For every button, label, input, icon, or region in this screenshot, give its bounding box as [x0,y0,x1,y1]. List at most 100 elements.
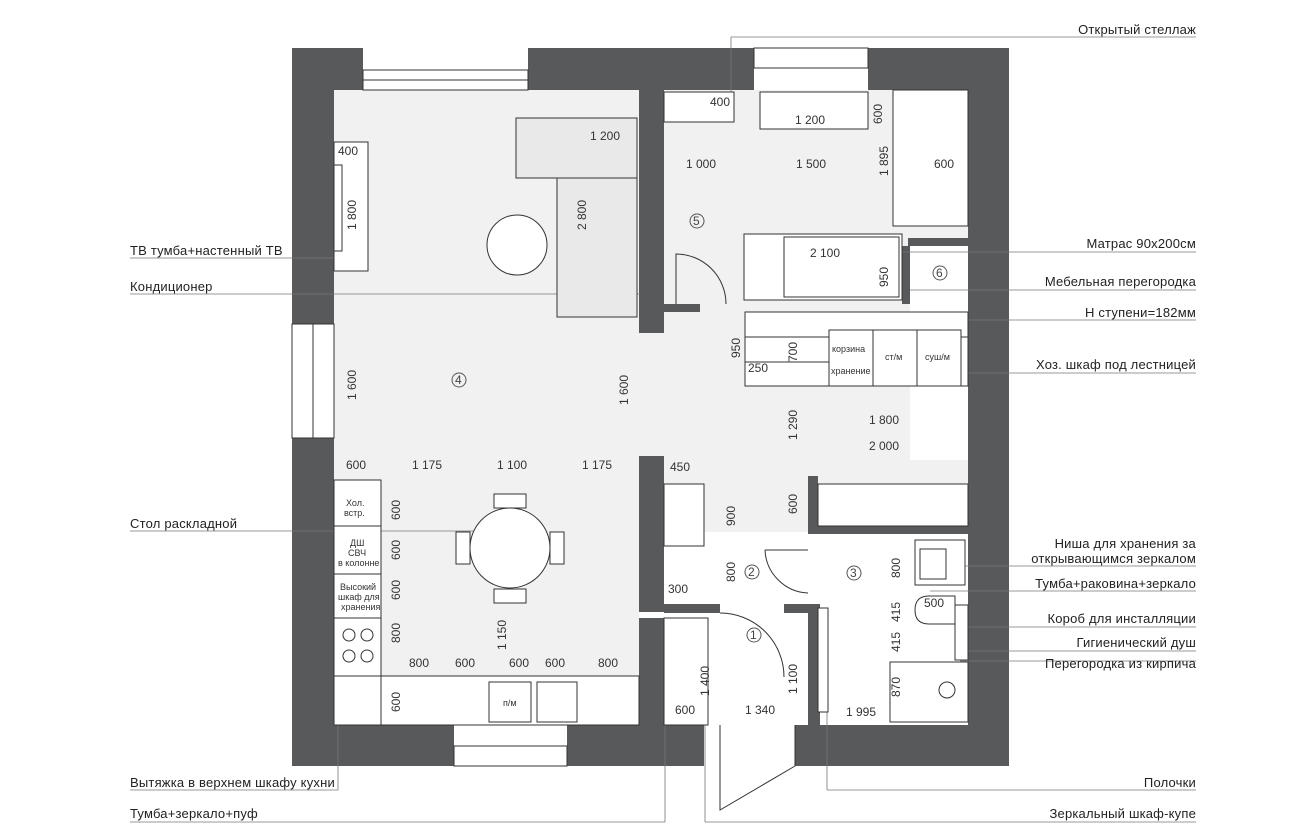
label-ac: Кондиционер [130,279,213,294]
dim-1200a: 1 200 [590,129,620,143]
label-hood: Вытяжка в верхнем шкафу кухни [130,775,335,790]
room-6: 6 [936,266,943,280]
dim-2800: 2 800 [575,200,589,230]
dim-800a: 800 [389,623,403,643]
pouf [486,214,548,276]
dim-600g: 600 [545,656,565,670]
leader-lines [130,36,1196,823]
bathroom-fixtures [889,539,969,723]
label-shelf: Открытый стеллаж [1078,22,1196,37]
label-table: Стол раскладной [130,516,238,531]
label-understair: Хоз. шкаф под лестницей [1035,357,1196,372]
dim-2000: 2 000 [869,439,899,453]
dim-1000: 1 000 [686,157,716,171]
dim-600i: 600 [871,104,885,124]
dim-1500: 1 500 [796,157,826,171]
interior-walls [639,90,968,725]
dim-1175a: 1 175 [412,458,442,472]
dim-1150: 1 150 [495,620,509,650]
dim-1290: 1 290 [786,410,800,440]
label-hol2: встр. [344,508,365,518]
dim-250: 250 [748,361,768,375]
label-pm: п/м [503,698,517,708]
dimension-labels: 400 1 800 1 200 2 800 1 600 1 600 600 1 … [338,95,954,719]
label-step: Н ступени=182мм [1085,305,1196,320]
dim-1995: 1 995 [846,705,876,719]
room-1: 1 [750,628,757,642]
room-3: 3 [850,566,857,580]
dim-600j: 600 [934,157,954,171]
room-4: 4 [455,373,462,387]
dim-600a: 600 [346,458,366,472]
dining-table [455,493,565,604]
room-2: 2 [748,565,755,579]
windows [291,47,869,767]
label-sink: Тумба+раковина+зеркало [1035,576,1196,591]
label-partition: Мебельная перегородка [1044,274,1196,289]
label-niche: Ниша для хранения за [1054,536,1196,551]
dim-2100: 2 100 [810,246,840,260]
dim-800c: 800 [598,656,618,670]
dim-900: 900 [724,506,738,526]
room-number-labels: 1 2 3 4 5 6 [455,214,943,642]
label-shelves: Полочки [1143,775,1196,790]
label-mattress: Матрас 90х200см [1086,236,1196,251]
dim-800d: 800 [724,562,738,582]
label-vanity: Тумба+зеркало+пуф [130,806,258,821]
label-mirror: Зеркальный шкаф-купе [1049,806,1196,821]
dim-1800: 1 800 [345,200,359,230]
dim-1800b: 1 800 [869,413,899,427]
dim-870: 870 [889,677,903,697]
dim-400a: 400 [338,144,358,158]
dim-1100b: 1 100 [786,664,800,694]
label-vys: Высокий [340,582,376,592]
dim-950a: 950 [877,267,891,287]
label-shkaf: шкаф для [338,592,380,602]
label-install: Короб для инсталляции [1047,611,1196,626]
dim-1340: 1 340 [745,703,775,717]
dim-415a: 415 [889,602,903,622]
dim-1600a: 1 600 [345,370,359,400]
dim-600e: 600 [455,656,475,670]
exterior-walls [292,48,1009,766]
tv [333,164,343,252]
label-niche2: открывающимся зеркалом [1031,551,1196,566]
label-brick: Перегородка из кирпича [1044,656,1196,671]
dim-450: 450 [670,460,690,474]
label-hol: Хол. [346,498,364,508]
dim-1600b: 1 600 [617,375,631,405]
kitchen-units [333,479,640,726]
dim-400b: 400 [710,95,730,109]
dim-1895: 1 895 [877,146,891,176]
dim-600l: 600 [675,703,695,717]
doors [675,253,809,811]
furniture-labels: Хол. встр. ДШ СВЧ в колонне Высокий шкаф… [338,344,950,708]
dim-500: 500 [924,596,944,610]
dim-1175b: 1 175 [582,458,612,472]
wardrobes [663,483,969,726]
dim-700: 700 [786,342,800,362]
label-vkol: в колонне [338,558,379,568]
dim-415b: 415 [889,632,903,652]
label-sush: суш/м [925,352,950,362]
dim-1400: 1 400 [698,666,712,696]
dim-1100: 1 100 [497,458,527,472]
stairs [744,311,969,387]
label-tv: ТВ тумба+настенный ТВ [130,243,283,258]
sofa [515,117,638,318]
dim-800e: 800 [889,558,903,578]
label-korz: корзина [832,344,865,354]
dim-950b: 950 [729,338,743,358]
label-dsh: ДШ [350,538,364,548]
label-stm: ст/м [885,352,902,362]
dim-800b: 800 [409,656,429,670]
dim-600f: 600 [509,656,529,670]
dim-600k: 600 [786,494,800,514]
label-korz2: хранение [831,366,871,376]
dim-300: 300 [668,582,688,596]
label-svch: СВЧ [348,548,366,558]
dim-600h: 600 [389,692,403,712]
dim-600c: 600 [389,540,403,560]
label-hran: хранения [341,602,380,612]
